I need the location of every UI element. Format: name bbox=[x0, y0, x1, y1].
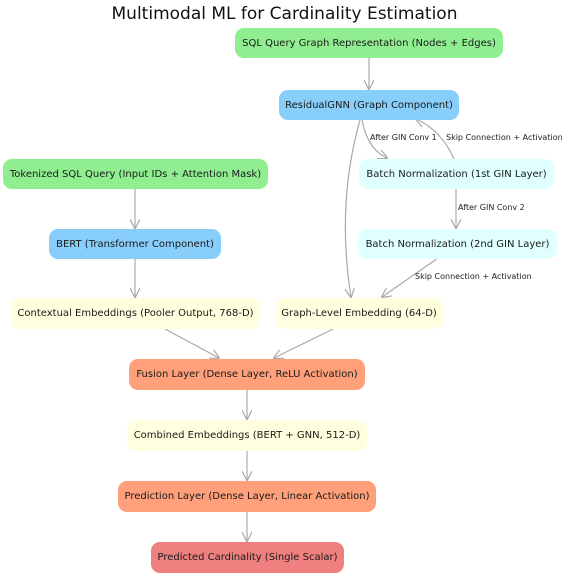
bert-node: BERT (Transformer Component) bbox=[49, 229, 221, 259]
edge-gnn-to-graph-embedding bbox=[345, 119, 361, 297]
predicted-cardinality-node: Predicted Cardinality (Single Scalar) bbox=[151, 542, 344, 573]
graph-level-embedding-node: Graph-Level Embedding (64-D) bbox=[275, 298, 443, 329]
edge-label-skip-connection-2: Skip Connection + Activation bbox=[415, 272, 532, 281]
edge-label-after-gin-conv-2: After GIN Conv 2 bbox=[458, 203, 525, 212]
fusion-layer-node: Fusion Layer (Dense Layer, ReLU Activati… bbox=[129, 359, 365, 390]
batch-norm-2-node: Batch Normalization (2nd GIN Layer) bbox=[358, 229, 557, 259]
edge-label-skip-connection-1: Skip Connection + Activation bbox=[446, 133, 563, 142]
contextual-embeddings-node: Contextual Embeddings (Pooler Output, 76… bbox=[11, 298, 260, 329]
diagram-title: Multimodal ML for Cardinality Estimation bbox=[111, 4, 458, 24]
tokenized-sql-query-node: Tokenized SQL Query (Input IDs + Attenti… bbox=[3, 159, 268, 189]
sql-query-graph-node: SQL Query Graph Representation (Nodes + … bbox=[235, 28, 503, 58]
edge-gnn-to-bn1 bbox=[361, 119, 387, 158]
edge-contextual-to-fusion bbox=[164, 328, 219, 358]
edge-bn1-skip-to-gnn bbox=[416, 119, 455, 160]
edge-label-after-gin-conv-1: After GIN Conv 1 bbox=[370, 133, 437, 142]
residual-gnn-node: ResidualGNN (Graph Component) bbox=[279, 90, 459, 120]
prediction-layer-node: Prediction Layer (Dense Layer, Linear Ac… bbox=[118, 481, 376, 512]
edge-graph-embedding-to-fusion bbox=[274, 328, 334, 358]
batch-norm-1-node: Batch Normalization (1st GIN Layer) bbox=[359, 159, 554, 189]
combined-embeddings-node: Combined Embeddings (BERT + GNN, 512-D) bbox=[127, 420, 367, 451]
edge-bn2-to-graph-embedding bbox=[382, 257, 439, 297]
